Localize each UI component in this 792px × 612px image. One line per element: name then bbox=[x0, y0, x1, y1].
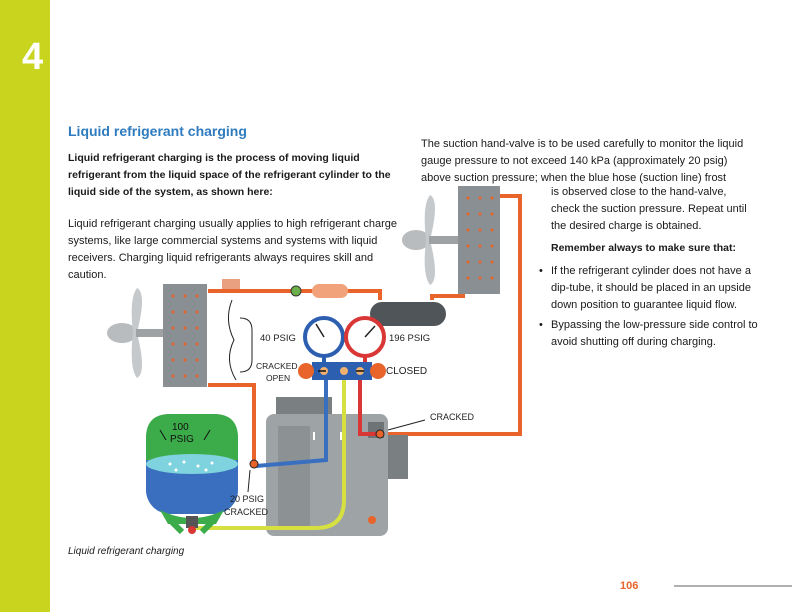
sensing-bulb-line bbox=[239, 317, 253, 373]
bullet-item: • Bypassing the low-pressure side contro… bbox=[539, 317, 766, 351]
discharge-service-valve bbox=[375, 429, 385, 439]
flow-arrows bbox=[313, 432, 342, 440]
bullet-dot: • bbox=[539, 319, 543, 331]
intro-paragraph: Liquid refrigerant charging is the proce… bbox=[68, 152, 391, 198]
discharge-hose-red bbox=[358, 378, 380, 436]
right-paragraph-line: The suction hand-valve is to be used car… bbox=[421, 138, 744, 150]
right-paragraph-line: above suction pressure; when the blue ho… bbox=[421, 172, 727, 184]
filter-drier bbox=[312, 284, 348, 298]
bullet-dot: • bbox=[539, 265, 543, 277]
suction-pointer bbox=[247, 469, 251, 493]
remember-heading: Remember always to make sure that: bbox=[551, 242, 736, 254]
evaporator-fan-icon bbox=[107, 288, 163, 378]
low-side-valve-knob[interactable] bbox=[298, 363, 314, 379]
suction-pressure-2: CRACKED bbox=[224, 507, 269, 517]
right-paragraph-line: check the suction pressure. Repeat until bbox=[551, 203, 747, 215]
page-number-rule bbox=[674, 585, 792, 587]
high-valve-state: CLOSED bbox=[386, 366, 427, 377]
compressor bbox=[266, 397, 408, 536]
refrigerant-pipes bbox=[208, 194, 522, 462]
evaporator-fins bbox=[171, 294, 199, 378]
evaporator-coil bbox=[163, 284, 207, 387]
right-paragraph-line: the desired charge is obtained. bbox=[551, 220, 702, 232]
bullet-text: If the refrigerant cylinder does not hav… bbox=[551, 265, 751, 311]
bullet-item: • If the refrigerant cylinder does not h… bbox=[539, 263, 766, 314]
charging-hose-yellow bbox=[190, 378, 346, 530]
liquid-receiver bbox=[370, 302, 446, 326]
right-paragraph-line: gauge pressure to not exceed 140 kPa (ap… bbox=[421, 155, 728, 167]
high-pressure-gauge bbox=[344, 316, 386, 362]
service-valve-state: CRACKED bbox=[430, 412, 475, 422]
bullet-text: Bypassing the low-pressure side control … bbox=[551, 319, 758, 348]
low-pressure-gauge bbox=[303, 316, 345, 362]
section-heading: Liquid refrigerant charging bbox=[68, 123, 247, 139]
capillary-tube bbox=[228, 299, 237, 381]
right-paragraph-line: is observed close to the hand-valve, bbox=[551, 186, 727, 198]
page-number: 106 bbox=[620, 580, 639, 592]
low-gauge-label: 40 PSIG bbox=[260, 333, 296, 344]
suction-service-valve bbox=[249, 459, 259, 469]
body-paragraph: Liquid refrigerant charging usually appl… bbox=[68, 218, 397, 281]
figure-caption: Liquid refrigerant charging bbox=[68, 546, 185, 557]
condenser-coil bbox=[458, 186, 500, 294]
suction-hose-blue bbox=[255, 378, 328, 468]
condenser-fan-icon bbox=[402, 195, 458, 285]
chapter-sidebar: 4 Servicing Practices bbox=[0, 0, 85, 612]
cylinder-tick-left bbox=[159, 429, 167, 441]
refrigerant-cylinder bbox=[146, 414, 238, 535]
cylinder-tick-right bbox=[203, 429, 211, 441]
cylinder-pressure-2: PSIG bbox=[170, 434, 194, 445]
low-valve-state-1: CRACKED bbox=[256, 361, 298, 371]
cylinder-pressure-1: 100 bbox=[172, 422, 189, 433]
high-gauge-label: 196 PSIG bbox=[389, 333, 430, 344]
chapter-number: 4 bbox=[22, 36, 44, 78]
high-side-valve-knob[interactable] bbox=[370, 363, 386, 379]
condenser-fins bbox=[466, 196, 494, 280]
sight-glass bbox=[290, 285, 302, 297]
low-valve-state-2: OPEN bbox=[266, 373, 290, 383]
expansion-valve bbox=[222, 279, 240, 289]
suction-pressure-1: 20 PSIG bbox=[230, 494, 264, 504]
cracked-pointer bbox=[387, 419, 426, 431]
